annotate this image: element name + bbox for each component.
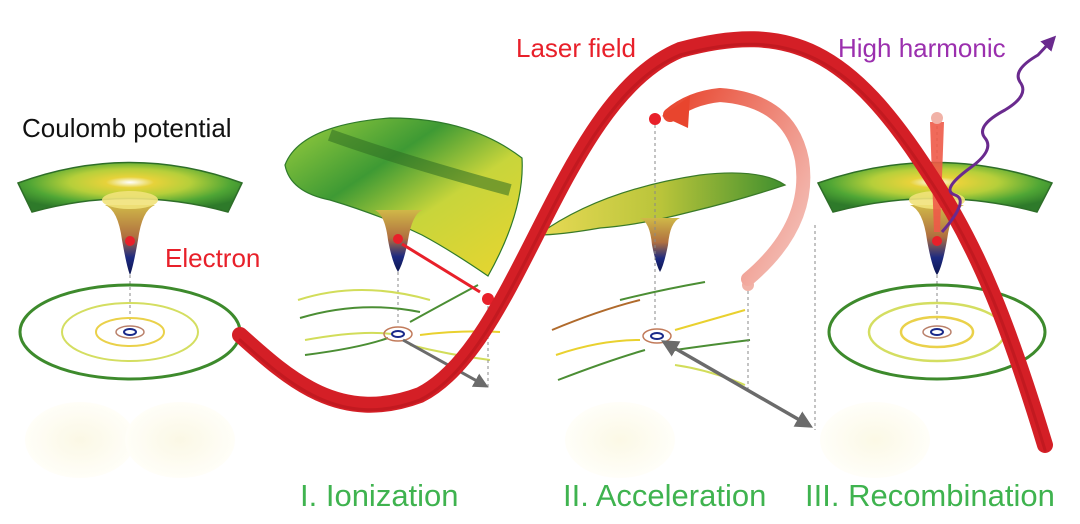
step-ionization: I. Ionization bbox=[300, 478, 459, 513]
step-recombination: III. Recombination bbox=[805, 478, 1055, 513]
acceleration-well bbox=[536, 125, 816, 430]
harmonic-photon-wave bbox=[940, 35, 1057, 233]
laser-field-wave-highlight bbox=[238, 42, 1047, 452]
step-acceleration: II. Acceleration bbox=[563, 478, 767, 513]
electron-dot-4 bbox=[649, 113, 661, 125]
electron-dot-6 bbox=[931, 112, 943, 124]
electron-label: Electron bbox=[165, 243, 261, 273]
electron-dot-1 bbox=[125, 236, 135, 246]
floor-shadows bbox=[25, 402, 930, 478]
return-trajectory bbox=[663, 87, 811, 286]
tunnel-arrow bbox=[401, 242, 481, 294]
ionization-well bbox=[284, 117, 523, 390]
return-trajectory-head bbox=[662, 96, 690, 128]
electron-dot-7 bbox=[932, 236, 942, 246]
electron-dot-3 bbox=[482, 293, 494, 305]
high-harmonic-label: High harmonic bbox=[838, 33, 1006, 63]
electron-dot-2 bbox=[393, 234, 403, 244]
laser-field-label: Laser field bbox=[516, 33, 636, 63]
laser-field-wave bbox=[232, 31, 1053, 453]
coulomb-potential-label: Coulomb potential bbox=[22, 113, 232, 143]
